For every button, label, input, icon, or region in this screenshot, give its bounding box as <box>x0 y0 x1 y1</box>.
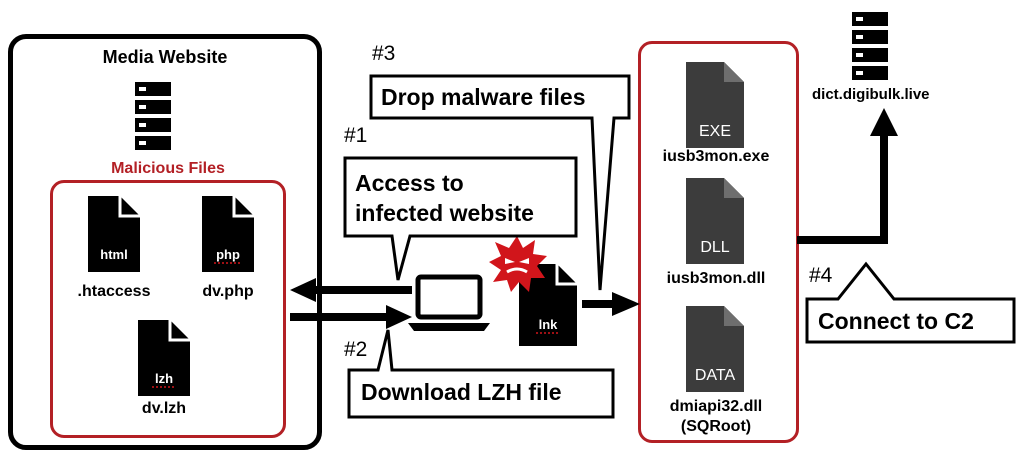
lzh-file-icon <box>138 320 190 396</box>
callout-connect-shape <box>805 261 1016 344</box>
lzh-type-text: lzh <box>155 371 173 386</box>
media-website-title: Media Website <box>102 47 228 67</box>
callout-download-shape <box>347 329 615 419</box>
dvlzh-label: dv.lzh <box>141 400 187 417</box>
step3-text: Drop malware files <box>381 84 586 110</box>
laptop-icon <box>408 274 490 331</box>
html-file-icon <box>88 196 140 272</box>
step2-number: #2 <box>344 338 368 361</box>
exe-file-label: iusb3mon.exe <box>662 148 770 165</box>
php-type-text: php <box>216 247 240 262</box>
step1-text-line1: Access to <box>355 170 464 196</box>
exe-type-text: EXE <box>699 123 731 140</box>
step1-number: #1 <box>344 124 368 147</box>
lnk-file-icon <box>519 264 577 346</box>
c2-domain-label: dict.digibulk.live <box>812 86 930 103</box>
arrow-download-lzh <box>290 305 412 329</box>
step4-number: #4 <box>809 264 833 287</box>
exe-file-icon <box>686 62 744 148</box>
data-file-sublabel: (SQRoot) <box>680 418 752 435</box>
media-website-panel <box>8 34 322 450</box>
step1-text-line2: infected website <box>355 200 534 226</box>
website-server-icon <box>135 82 171 150</box>
dvphp-label: dv.php <box>202 283 254 300</box>
arrow-drop-files <box>582 292 640 316</box>
php-file-icon <box>202 196 254 272</box>
malicious-files-panel <box>50 180 286 438</box>
step2-text: Download LZH file <box>361 379 562 405</box>
arrow-access-website <box>290 278 412 302</box>
htaccess-label: .htaccess <box>77 283 151 300</box>
step4-text: Connect to C2 <box>818 308 974 334</box>
dll-type-text: DLL <box>700 239 729 256</box>
dll-file-icon <box>686 178 744 264</box>
c2-server-icon <box>852 12 888 80</box>
step3-number: #3 <box>372 42 396 65</box>
lnk-type-text: lnk <box>539 317 559 332</box>
html-type-text: html <box>100 247 127 262</box>
dll-file-label: iusb3mon.dll <box>666 270 766 287</box>
data-file-label: dmiapi32.dll <box>669 398 763 415</box>
callout-drop-shape <box>369 74 631 291</box>
data-type-text: DATA <box>695 367 736 384</box>
malware-devil-icon <box>489 236 547 292</box>
callout-access-shape <box>343 156 578 281</box>
data-file-icon <box>686 306 744 392</box>
malicious-files-label: Malicious Files <box>111 160 225 177</box>
arrow-connect-c2 <box>797 108 898 244</box>
